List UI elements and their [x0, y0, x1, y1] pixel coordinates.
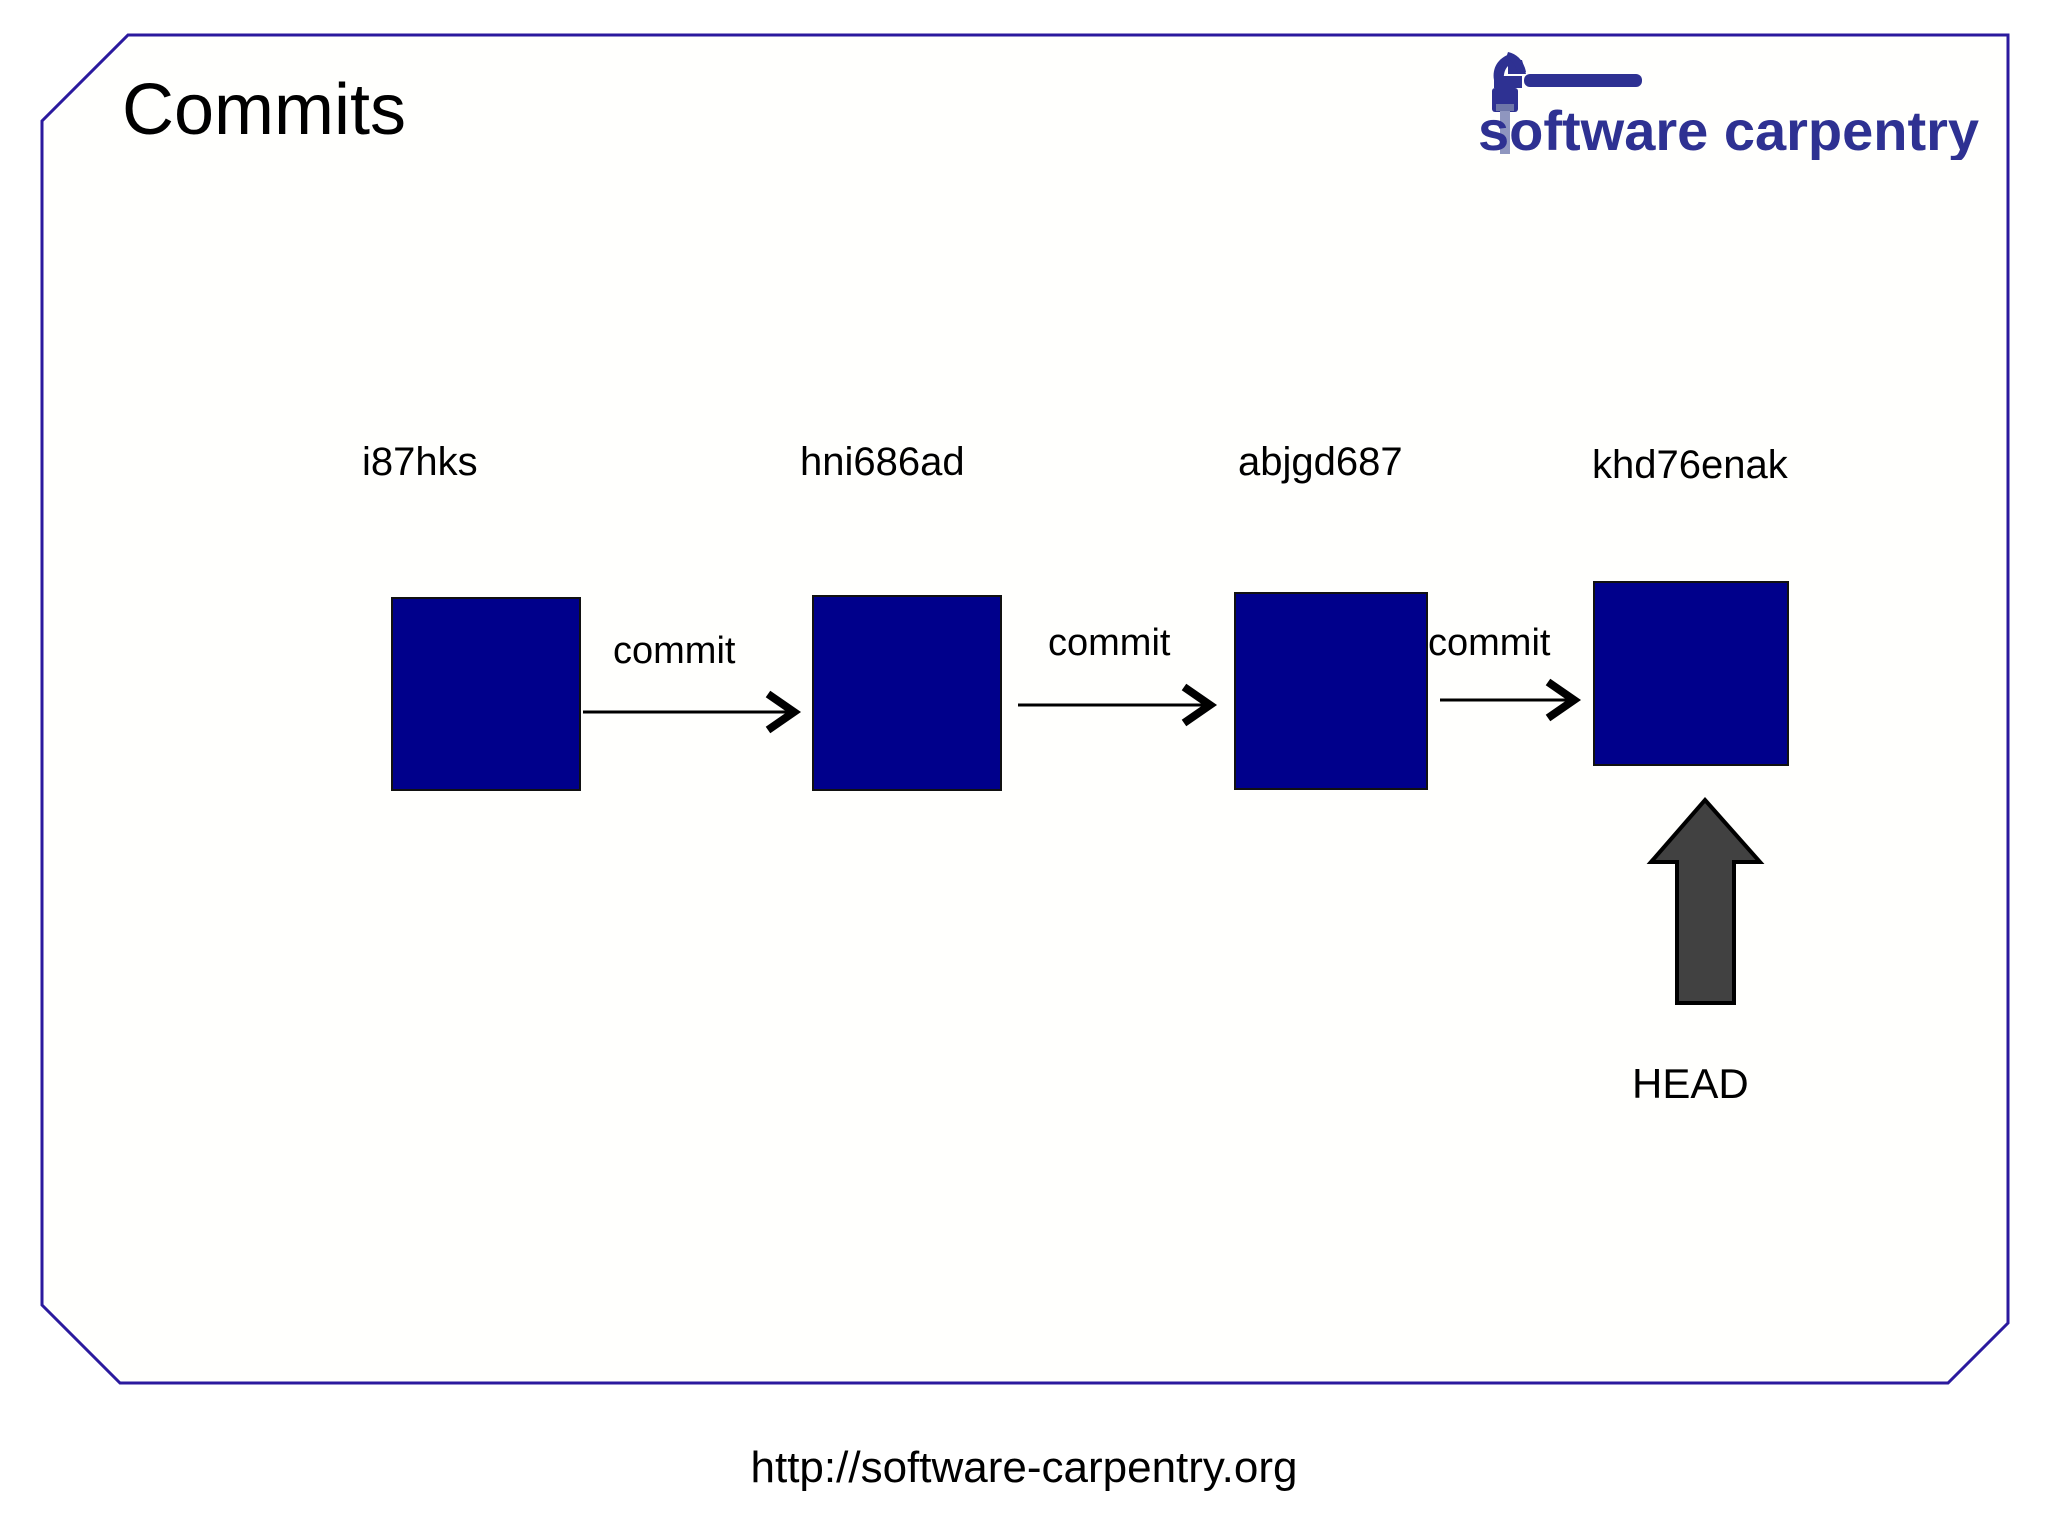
commit-hash-label-3: abjgd687: [1238, 440, 1403, 484]
software-carpentry-logo: software carpentry: [1478, 40, 2018, 160]
slide-border-shape: [40, 33, 2010, 1385]
commit-box-2: [812, 595, 1002, 791]
commit-box-4: [1593, 581, 1789, 766]
footer-url: http://software-carpentry.org: [750, 1443, 1298, 1492]
nail-icon: [1496, 104, 1514, 154]
commit-box-3: [1234, 592, 1428, 790]
head-label: HEAD: [1632, 1060, 1749, 1107]
logo-text: software carpentry: [1478, 99, 1979, 160]
commit-edge-label-2: commit: [1048, 622, 1171, 664]
commit-hash-label-2: hni686ad: [800, 440, 965, 484]
commit-edge-label-1: commit: [613, 630, 736, 672]
page-title: Commits: [122, 70, 406, 150]
slide-frame: [40, 33, 2010, 1385]
commit-edge-label-3: commit: [1428, 622, 1551, 664]
commit-hash-label-4: khd76enak: [1592, 443, 1788, 487]
commit-box-1: [391, 597, 581, 791]
commit-hash-label-1: i87hks: [362, 440, 478, 484]
